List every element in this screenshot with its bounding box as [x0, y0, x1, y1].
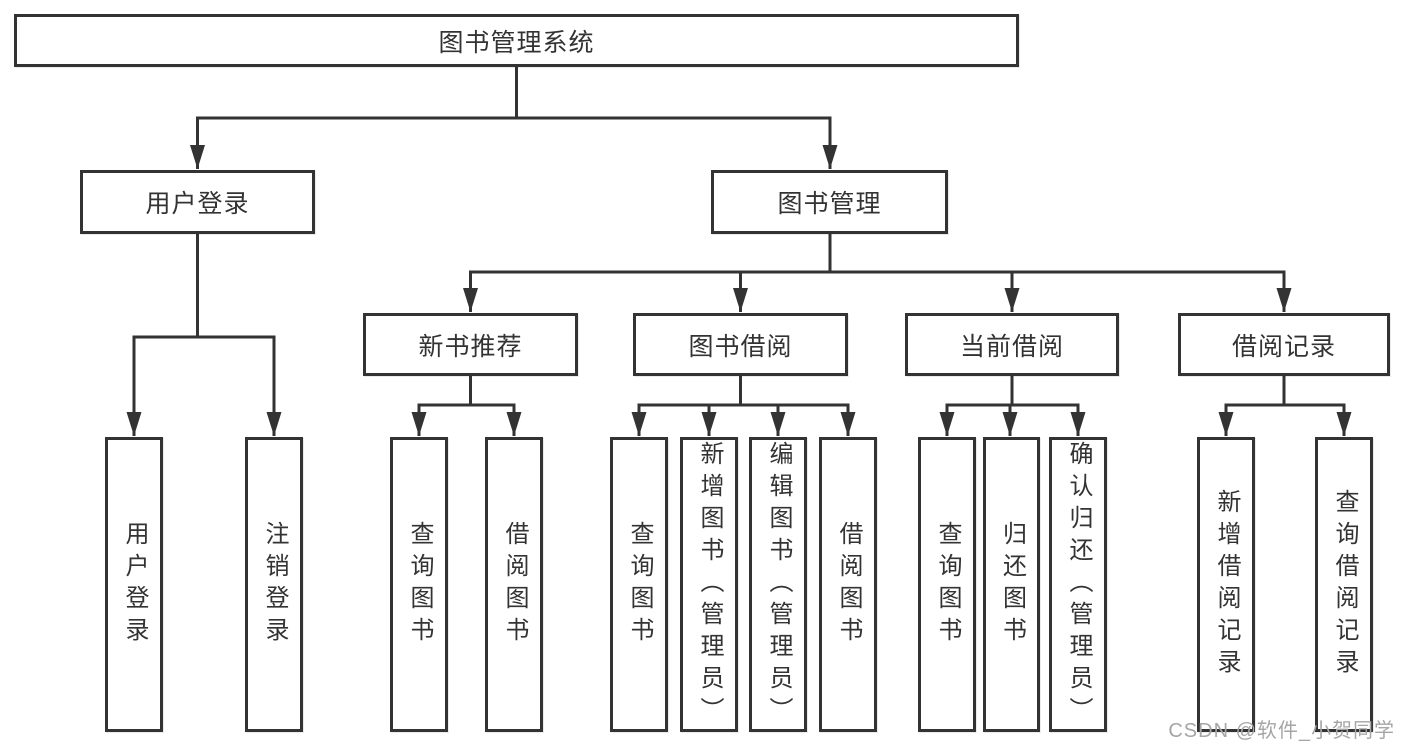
leaf-add-books-admin: 新增图书（管理员）	[680, 437, 738, 732]
leaf-query-books-3: 查询图书	[918, 437, 976, 732]
node-label: 查询借阅记录	[1331, 488, 1358, 681]
node-label: 借阅记录	[1231, 332, 1336, 361]
node-label: 新增图书（管理员）	[696, 440, 723, 729]
node-current-borrowing: 当前借阅	[905, 313, 1119, 376]
node-label: 注销登录	[261, 520, 288, 649]
node-label: 用户登录	[145, 190, 250, 218]
leaf-logout: 注销登录	[245, 437, 303, 732]
node-label: 归还图书	[998, 520, 1026, 649]
node-book-borrowing: 图书借阅	[633, 313, 848, 376]
node-book-management: 图书管理	[711, 170, 948, 234]
node-label: 查询图书	[406, 520, 433, 649]
leaf-query-borrow-record: 查询借阅记录	[1315, 437, 1373, 732]
leaf-add-borrow-record: 新增借阅记录	[1197, 437, 1255, 732]
node-label: 查询图书	[934, 520, 961, 649]
node-label: 借阅图书	[835, 520, 862, 649]
leaf-user-login: 用户登录	[105, 437, 163, 732]
watermark: CSDN @软件_小贺同学	[1168, 720, 1395, 742]
node-label: 确认归还（管理员）	[1065, 440, 1092, 729]
leaf-query-books-2: 查询图书	[610, 437, 668, 732]
leaf-borrow-books-2: 借阅图书	[819, 437, 877, 732]
node-label: 借阅图书	[501, 520, 528, 649]
node-label: 查询图书	[626, 520, 653, 649]
node-label: 当前借阅	[959, 332, 1064, 361]
leaf-query-books-1: 查询图书	[390, 437, 448, 732]
node-label: 编辑图书（管理员）	[765, 440, 792, 729]
node-label: 用户登录	[121, 520, 148, 649]
node-borrowing-records: 借阅记录	[1178, 313, 1390, 376]
node-label: 图书管理	[777, 190, 882, 218]
node-label: 新增借阅记录	[1213, 488, 1240, 681]
node-new-book-recommendation: 新书推荐	[363, 313, 578, 376]
leaf-confirm-return-admin: 确认归还（管理员）	[1049, 437, 1107, 732]
node-label: 图书借阅	[688, 332, 793, 361]
node-library-management-system: 图书管理系统	[14, 14, 1019, 67]
node-label: 图书管理系统	[438, 28, 595, 57]
leaf-return-books: 归还图书	[983, 437, 1040, 732]
node-user-login: 用户登录	[80, 170, 315, 234]
leaf-borrow-books-1: 借阅图书	[485, 437, 543, 732]
leaf-edit-books-admin: 编辑图书（管理员）	[749, 437, 807, 732]
node-label: 新书推荐	[418, 332, 523, 361]
